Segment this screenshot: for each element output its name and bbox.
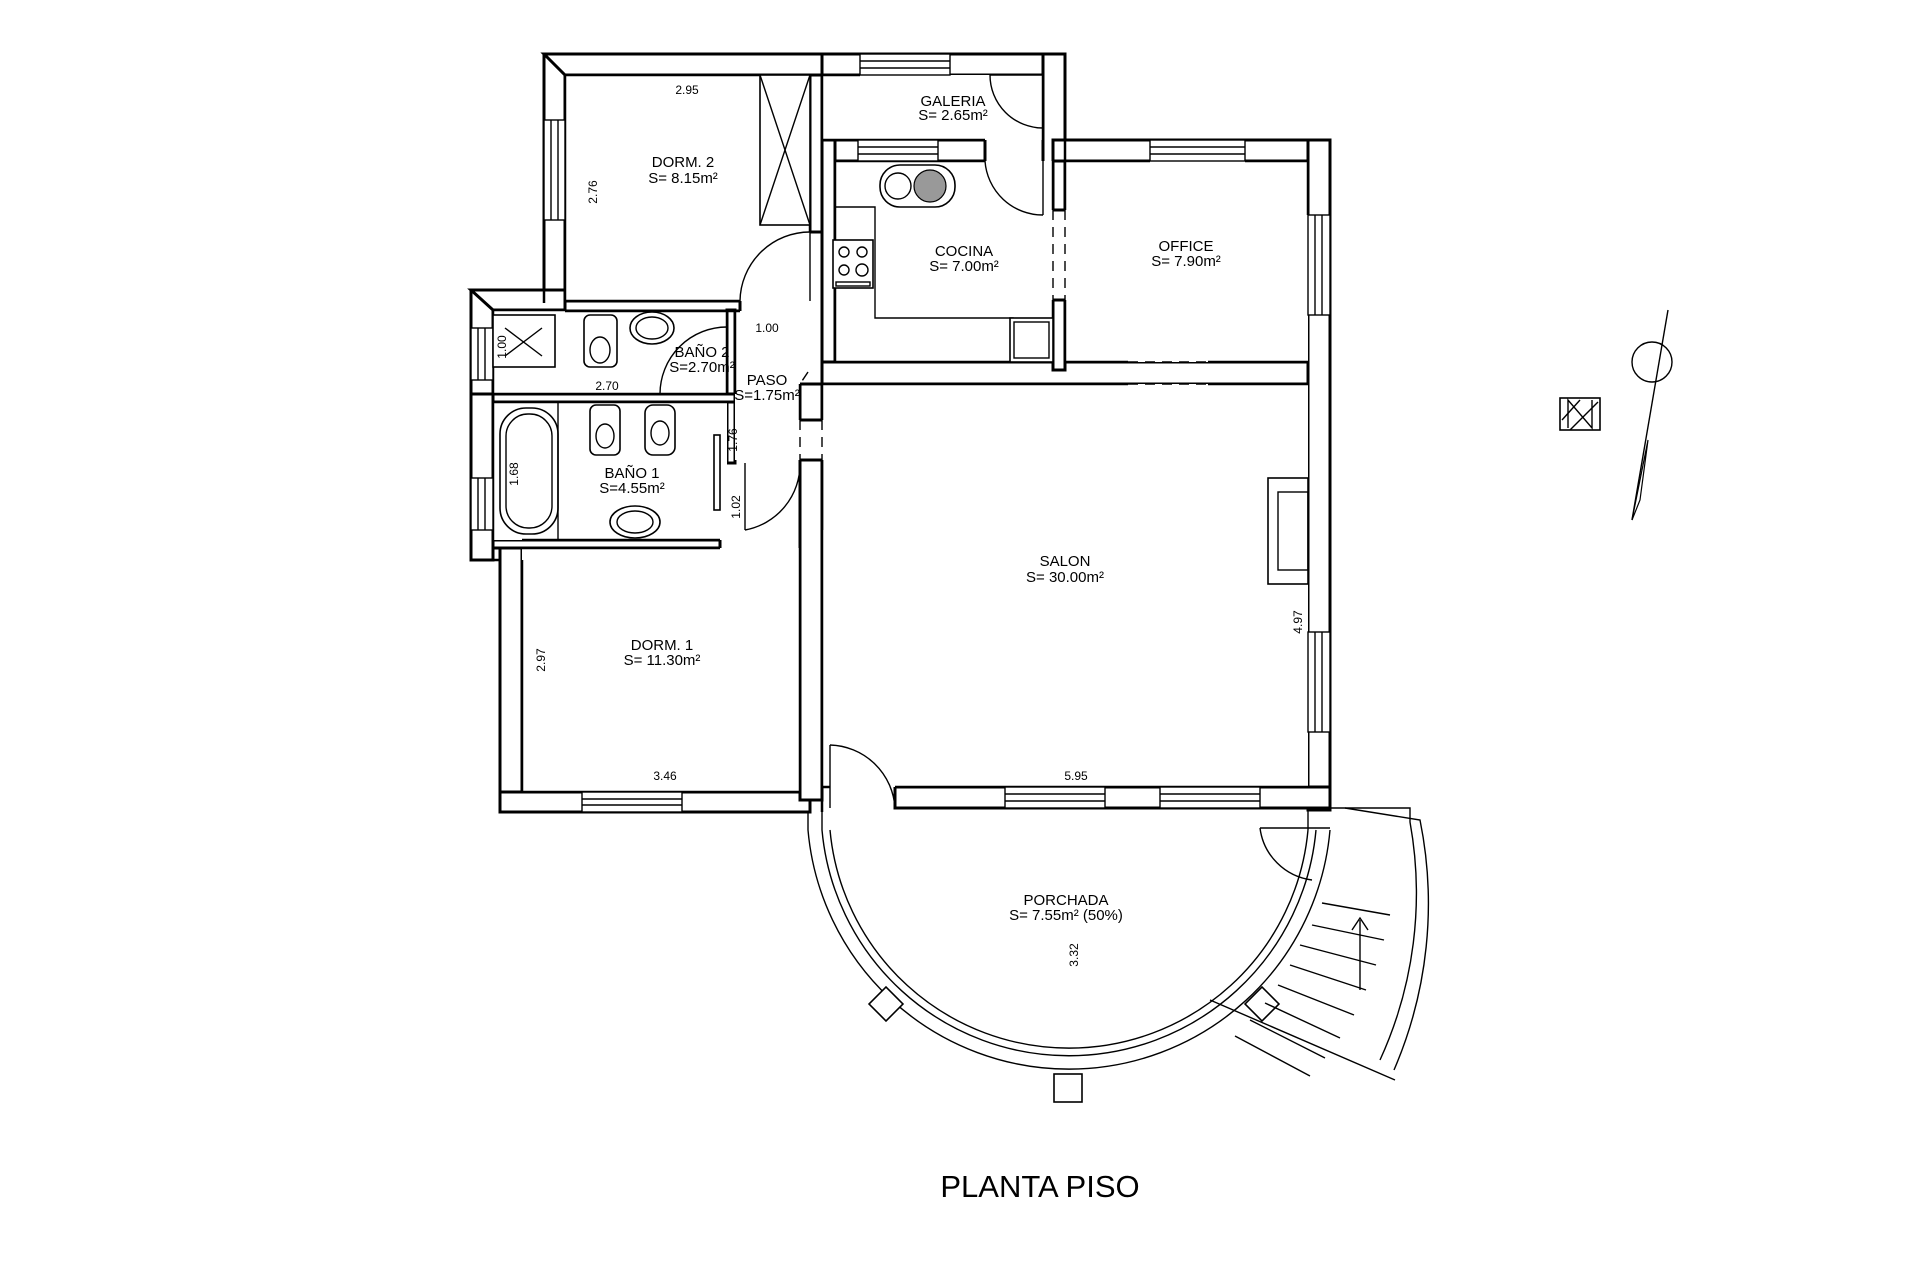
window-galeria-kitchen bbox=[857, 139, 939, 162]
north-circle bbox=[1631, 341, 1673, 383]
porch-arc-mid bbox=[821, 812, 1317, 1057]
dimension-labels: 2.95 2.76 1.00 2.70 1.00 1.76 1.02 1.68 … bbox=[495, 83, 1305, 967]
wall-dorm2-north bbox=[540, 52, 862, 77]
dim-salon-depth: 4.97 bbox=[1291, 610, 1305, 634]
label-dorm2-area: S= 8.15m² bbox=[648, 170, 718, 187]
label-bano1-area: S=4.55m² bbox=[599, 480, 664, 497]
label-dorm1-name: DORM. 1 bbox=[631, 637, 694, 654]
plan-title: PLANTA PISO bbox=[940, 1169, 1139, 1204]
window-bano1-west bbox=[470, 477, 494, 531]
door-kitchen-swing bbox=[984, 160, 1044, 216]
wall-dorm2-south bbox=[563, 299, 742, 313]
window-salon-east bbox=[1307, 631, 1331, 733]
label-dorm2-name: DORM. 2 bbox=[652, 154, 715, 171]
label-dorm1-area: S= 11.30m² bbox=[624, 652, 701, 669]
label-office-name: OFFICE bbox=[1159, 238, 1214, 255]
dim-dorm2-width: 2.95 bbox=[675, 83, 699, 97]
office-floor bbox=[1065, 161, 1308, 362]
wall-dorm1-east bbox=[798, 458, 824, 802]
wall-paso-east bbox=[798, 382, 824, 422]
label-porchada-area: S= 7.55m² (50%) bbox=[1009, 907, 1123, 924]
dorm1-floor bbox=[522, 548, 800, 792]
north-arrow bbox=[1559, 309, 1673, 521]
label-office-area: S= 7.90m² bbox=[1151, 253, 1221, 270]
window-dorm2-west bbox=[543, 119, 566, 221]
window-salon-south-2 bbox=[1159, 786, 1261, 809]
label-galeria-name: GALERIA bbox=[920, 93, 985, 110]
dim-dorm1-width: 3.46 bbox=[653, 769, 677, 783]
wall-salon-south bbox=[893, 785, 1332, 810]
wall-kitchen-office bbox=[1051, 159, 1067, 212]
label-bano2-area: S=2.70m² bbox=[669, 359, 734, 376]
wc-bano2 bbox=[583, 314, 618, 368]
dim-bano2-width: 2.70 bbox=[595, 379, 619, 393]
window-dorm1-south bbox=[581, 791, 683, 813]
door-porch-swing bbox=[1259, 827, 1313, 881]
outline-galeria-east bbox=[1043, 52, 1067, 161]
door-dorm2-swing bbox=[739, 231, 811, 302]
openings bbox=[799, 210, 1208, 460]
label-salon-area: S= 30.00m² bbox=[1026, 569, 1104, 586]
stove bbox=[832, 239, 874, 289]
window-galeria-north bbox=[859, 53, 951, 76]
porch-arc-inner bbox=[829, 829, 1309, 1049]
label-salon-name: SALON bbox=[1040, 553, 1091, 570]
room-labels: GALERIA S= 2.65m² DORM. 2 S= 8.15m² COCI… bbox=[599, 93, 1221, 924]
door-galeria-swing bbox=[989, 74, 1044, 129]
porch-column-1 bbox=[867, 985, 905, 1023]
wall-dorm1-west bbox=[498, 546, 524, 814]
label-porchada-name: PORCHADA bbox=[1023, 892, 1108, 909]
dim-bano2-depth: 1.00 bbox=[495, 335, 509, 359]
window-office-east bbox=[1307, 214, 1331, 316]
porch-column-3 bbox=[1243, 985, 1281, 1023]
label-bano1-name: BAÑO 1 bbox=[604, 465, 659, 482]
window-salon-south-1 bbox=[1004, 786, 1106, 809]
label-paso-name: PASO bbox=[747, 372, 788, 389]
label-bano2-name: BAÑO 2 bbox=[674, 344, 729, 361]
dim-bathtub: 1.68 bbox=[507, 462, 521, 486]
label-cocina-name: COCINA bbox=[935, 243, 993, 260]
stair-outer bbox=[1330, 807, 1418, 1061]
door-bano2-swing bbox=[659, 326, 728, 395]
dim-dorm1-depth: 2.97 bbox=[534, 648, 548, 672]
doors bbox=[659, 74, 1330, 881]
fireplace bbox=[1267, 477, 1309, 585]
dim-dorm2-depth: 2.76 bbox=[586, 180, 600, 204]
porch-arc-outer bbox=[807, 812, 1331, 1070]
dim-salon-width: 5.95 bbox=[1064, 769, 1088, 783]
paso-floor bbox=[735, 311, 800, 460]
door-salon-swing bbox=[829, 744, 896, 809]
label-cocina-area: S= 7.00m² bbox=[929, 258, 999, 275]
dim-bano1-door: 1.02 bbox=[729, 495, 743, 519]
salon-floor bbox=[822, 384, 1308, 787]
door-dorm1-swing bbox=[744, 462, 801, 531]
door-bano1-leaf bbox=[713, 434, 721, 511]
porch-column-2 bbox=[1053, 1073, 1083, 1103]
porch bbox=[807, 807, 1430, 1103]
wall-kitchen-office-low bbox=[1051, 298, 1067, 372]
window-bano2-west bbox=[470, 327, 494, 381]
fridge bbox=[1009, 317, 1054, 363]
stairs bbox=[1209, 902, 1396, 1081]
outline-office-north-e bbox=[1245, 138, 1332, 810]
outline-dorm2-inner bbox=[563, 73, 810, 301]
window-office-north bbox=[1149, 139, 1246, 162]
dim-paso-width: 1.00 bbox=[755, 321, 779, 335]
wall-bano1-west bbox=[469, 392, 495, 562]
wall-kitchen-south bbox=[820, 360, 1332, 386]
label-galeria-area: S= 2.65m² bbox=[918, 107, 988, 124]
outline-office-east-in bbox=[1245, 159, 1310, 215]
windows bbox=[470, 53, 1331, 813]
galeria-floor bbox=[822, 75, 1043, 140]
label-paso-area: S=1.75m² bbox=[734, 387, 799, 404]
wall-dorm2-east bbox=[808, 73, 824, 234]
bidet bbox=[644, 404, 676, 456]
dim-bano1-depth: 1.76 bbox=[726, 428, 740, 452]
dim-porch-depth: 3.32 bbox=[1067, 943, 1081, 967]
fixtures bbox=[492, 164, 1309, 585]
